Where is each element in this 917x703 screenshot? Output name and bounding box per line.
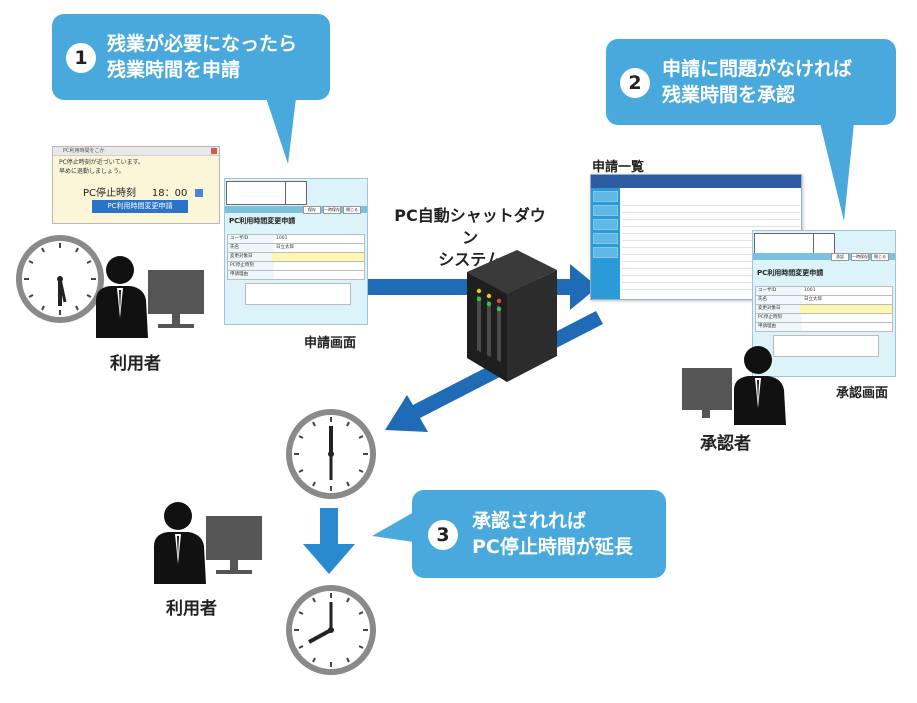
user-label-bottom: 利用者 xyxy=(166,599,217,619)
list-row[interactable] xyxy=(622,205,800,206)
system-name-line-1: PC自動シャットダウン xyxy=(394,206,546,247)
callout-2-tail xyxy=(820,123,854,221)
shutdown-alert-dialog: PC利用時間をこか PC停止時刻が近づいています。 早めに退勤しましょう。 PC… xyxy=(52,146,220,224)
list-row[interactable] xyxy=(622,219,800,220)
callout-line-1: 承認されれば xyxy=(472,510,587,532)
form-title: PC利用時間変更申請 xyxy=(757,269,824,277)
list-row[interactable] xyxy=(622,212,800,213)
step-number: 2 xyxy=(620,68,650,98)
callout-step-3: 3 承認されれば PC停止時間が延長 xyxy=(412,490,666,578)
clock-icon xyxy=(16,235,104,323)
list-row[interactable] xyxy=(622,268,800,269)
approval-stamp-box xyxy=(226,181,286,205)
sidebar-item[interactable] xyxy=(593,191,618,202)
list-sidebar xyxy=(591,188,620,299)
clock-icon xyxy=(286,409,376,499)
callout-3-tail xyxy=(372,512,414,542)
user-silhouette-icon xyxy=(682,346,786,425)
arrow-clock-down xyxy=(303,508,355,574)
list-row[interactable] xyxy=(622,289,800,290)
approval-stamp-box xyxy=(285,181,307,205)
callout-line-2: 残業時間を承認 xyxy=(662,84,796,106)
alert-message-1: PC停止時刻が近づいています。 xyxy=(59,159,145,166)
field-reason: 申請理由 xyxy=(755,322,893,332)
time-picker-icon[interactable] xyxy=(194,189,203,197)
close-button[interactable]: 閉じる xyxy=(871,253,889,261)
list-row[interactable] xyxy=(622,233,800,234)
list-row[interactable] xyxy=(622,240,800,241)
callout-line-2: 残業時間を申請 xyxy=(107,59,241,81)
list-title: 申請一覧 xyxy=(592,160,645,175)
callout-line-2: PC停止時間が延長 xyxy=(472,536,633,558)
field-reason[interactable]: 申請理由 xyxy=(227,270,365,280)
list-row[interactable] xyxy=(622,282,800,283)
approver-note-field[interactable] xyxy=(245,283,351,305)
sidebar-item[interactable] xyxy=(593,233,618,244)
list-row[interactable] xyxy=(622,226,800,227)
approver-note-field[interactable] xyxy=(773,335,879,357)
user-silhouette-icon xyxy=(96,256,204,338)
user-label-top: 利用者 xyxy=(110,354,161,374)
approver-label: 承認者 xyxy=(700,434,751,454)
form-toolbar xyxy=(225,206,367,213)
sidebar-item[interactable] xyxy=(593,247,618,258)
user-silhouette-icon xyxy=(154,502,262,584)
list-header xyxy=(591,175,801,188)
temp-save-button[interactable]: 一時保存 xyxy=(323,206,341,214)
callout-line-1: 残業が必要になったら xyxy=(107,33,298,55)
sidebar-item[interactable] xyxy=(593,205,618,216)
change-request-button[interactable]: PC利用時間変更申請 xyxy=(92,200,188,213)
clock-icon xyxy=(286,585,376,675)
callout-line-1: 申請に問題がなければ xyxy=(662,58,853,80)
alert-message-2: 早めに退勤しましょう。 xyxy=(59,168,125,175)
temp-save-button[interactable]: 一時保存 xyxy=(851,253,869,261)
close-button[interactable]: 閉じる xyxy=(343,206,361,214)
form-title: PC利用時間変更申請 xyxy=(229,217,296,225)
callout-step-1: 1 残業が必要になったら 残業時間を申請 xyxy=(52,14,330,100)
apply-screen-label: 申請画面 xyxy=(304,336,357,351)
stop-time-value: 18：00 xyxy=(151,188,188,199)
list-row[interactable] xyxy=(622,275,800,276)
step-number: 1 xyxy=(66,43,96,73)
approve-screen-label: 承認画面 xyxy=(836,386,889,401)
stop-time-label: PC停止時刻 xyxy=(83,188,137,199)
sidebar-item[interactable] xyxy=(593,219,618,230)
list-row[interactable] xyxy=(622,247,800,248)
approve-form-window: 承認 一時保存 閉じる PC利用時間変更申請 ユーザID 1001 氏名 日立太… xyxy=(752,230,896,377)
callout-step-2: 2 申請に問題がなければ 残業時間を承認 xyxy=(606,39,896,125)
approve-button[interactable]: 承認 xyxy=(831,253,849,261)
close-icon[interactable] xyxy=(211,148,217,154)
save-button[interactable]: 保存 xyxy=(303,206,321,214)
server-icon xyxy=(467,250,557,382)
step-number: 3 xyxy=(428,520,458,550)
apply-form-window: 保存 一時保存 閉じる PC利用時間変更申請 ユーザID 1001 氏名 日立太… xyxy=(224,178,368,325)
form-toolbar xyxy=(753,253,895,260)
callout-1-tail xyxy=(266,98,296,164)
list-row[interactable] xyxy=(622,261,800,262)
system-name: PC自動シャットダウン システム xyxy=(390,205,550,271)
list-row[interactable] xyxy=(622,254,800,255)
dialog-title: PC利用時間をこか xyxy=(53,147,219,156)
